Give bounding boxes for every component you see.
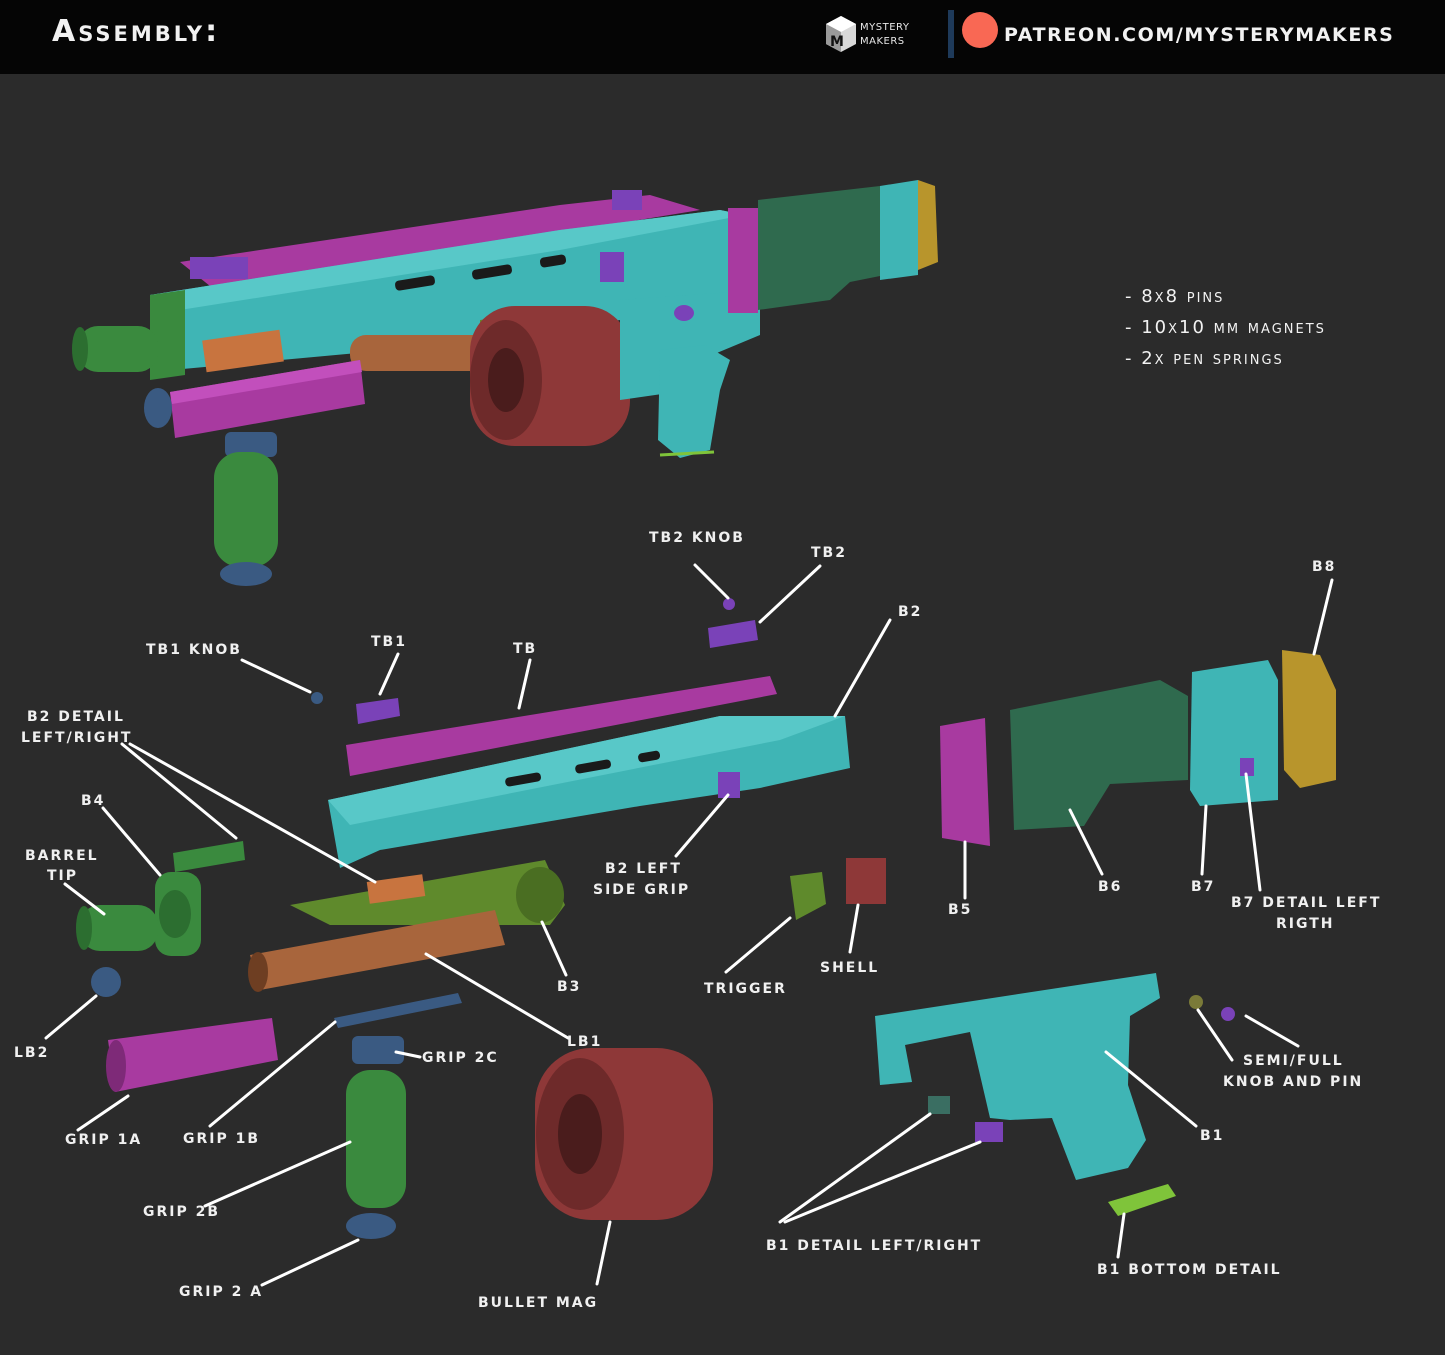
label-b5: B5 [948, 902, 973, 918]
label-trigger: TRIGGER [704, 981, 787, 997]
label-b2-detail-line1: B2 DETAIL [27, 709, 125, 725]
brand-line-1: MYSTERY [860, 22, 910, 33]
label-b8: B8 [1312, 559, 1337, 575]
label-b2: B2 [898, 604, 923, 620]
label-tb2-knob: TB2 KNOB [649, 530, 745, 546]
b1-detail-right [975, 1122, 1003, 1142]
trigger-part [790, 872, 826, 920]
tb-part [346, 676, 777, 776]
b3-part [290, 860, 565, 925]
svg-text:M: M [830, 34, 844, 50]
b5-part [940, 718, 990, 846]
label-b7: B7 [1191, 879, 1216, 895]
tb1-knob-part [311, 692, 323, 704]
label-tb: TB [513, 641, 538, 657]
label-bullet-mag: BULLET MAG [478, 1295, 599, 1311]
label-grip2a: GRIP 2 A [179, 1284, 264, 1300]
label-b2-left-side-grip-line2: SIDE GRIP [593, 882, 691, 898]
tb1-part [356, 698, 400, 724]
label-barrel-tip-line1: BARREL [25, 848, 99, 864]
grip1a-part [108, 1018, 278, 1092]
b1-part [875, 973, 1160, 1180]
header-divider [948, 10, 954, 58]
b1-detail-left [928, 1096, 950, 1114]
label-b2-left-side-grip-line1: B2 LEFT [605, 861, 682, 877]
assembly-notes: - 8x8 pins - 10x10 mm magnets - 2x pen s… [1125, 281, 1326, 374]
label-b4: B4 [81, 793, 106, 809]
label-lb1: LB1 [567, 1034, 603, 1050]
b2-detail-part [366, 874, 426, 904]
shell-part [846, 858, 886, 904]
assembled-gun [72, 180, 938, 586]
mystery-makers-logo: M MYSTERY MAKERS [824, 14, 934, 60]
b2-part [328, 716, 850, 868]
patreon-link[interactable]: PATREON.COM/MYSTERYMAKERS [1004, 24, 1395, 46]
exploded-parts [76, 598, 1336, 1239]
lb1-part [250, 910, 505, 990]
header-strip [0, 74, 1098, 77]
b6-part [1010, 680, 1188, 830]
patreon-icon [962, 12, 998, 48]
grip2c-part [352, 1036, 404, 1064]
barrel-tip-part [80, 905, 158, 951]
tb2-knob-part [723, 598, 735, 610]
label-semi-full-line1: SEMI/FULL [1243, 1053, 1344, 1069]
label-grip1b: GRIP 1B [183, 1131, 261, 1147]
label-b7-detail-line1: B7 DETAIL LEFT [1231, 895, 1382, 911]
label-tb2: TB2 [811, 545, 847, 561]
cube-logo-icon: M [826, 16, 856, 52]
label-grip2c: GRIP 2C [422, 1050, 499, 1066]
grip2a-part [346, 1213, 396, 1239]
label-b7-detail-line2: RIGTH [1276, 916, 1335, 932]
label-grip1a: GRIP 1A [65, 1132, 143, 1148]
header-bar [0, 0, 1445, 74]
label-b2-detail-line2: LEFT/RIGHT [21, 730, 133, 746]
note-magnets: - 10x10 mm magnets [1125, 317, 1326, 338]
lb2-part [91, 967, 121, 997]
leader-lines [44, 563, 1334, 1287]
label-b6: B6 [1098, 879, 1123, 895]
label-semi-full-line2: KNOB AND PIN [1223, 1074, 1364, 1090]
label-tb1: TB1 [371, 634, 407, 650]
label-b3: B3 [557, 979, 582, 995]
note-pins: - 8x8 pins [1125, 286, 1225, 307]
grip2b-part [346, 1070, 406, 1208]
note-springs: - 2x pen springs [1125, 348, 1284, 369]
b4-detached [173, 841, 245, 872]
label-b1-bottom-detail: B1 BOTTOM DETAIL [1097, 1262, 1282, 1278]
label-tb1-knob: TB1 KNOB [146, 642, 242, 658]
page-title: Assembly: [52, 14, 221, 49]
label-b1-detail: B1 DETAIL LEFT/RIGHT [766, 1238, 983, 1254]
label-b1: B1 [1200, 1128, 1225, 1144]
brand-line-2: MAKERS [860, 36, 905, 47]
b7-detail-part [1240, 758, 1254, 776]
b8-part [1282, 650, 1336, 788]
b7-part [1190, 660, 1278, 806]
b2-left-side-grip-part [718, 772, 740, 798]
label-lb2: LB2 [14, 1045, 50, 1061]
label-grip2b: GRIP 2B [143, 1204, 221, 1220]
tb2-part [708, 620, 758, 648]
label-shell: SHELL [820, 960, 880, 976]
semi-full-pin-part [1189, 995, 1203, 1009]
semi-full-knob-part [1221, 1007, 1235, 1021]
label-barrel-tip-line2: TIP [47, 868, 79, 884]
b1-bottom-detail-part [1108, 1184, 1176, 1216]
grip1b-part [334, 993, 462, 1028]
